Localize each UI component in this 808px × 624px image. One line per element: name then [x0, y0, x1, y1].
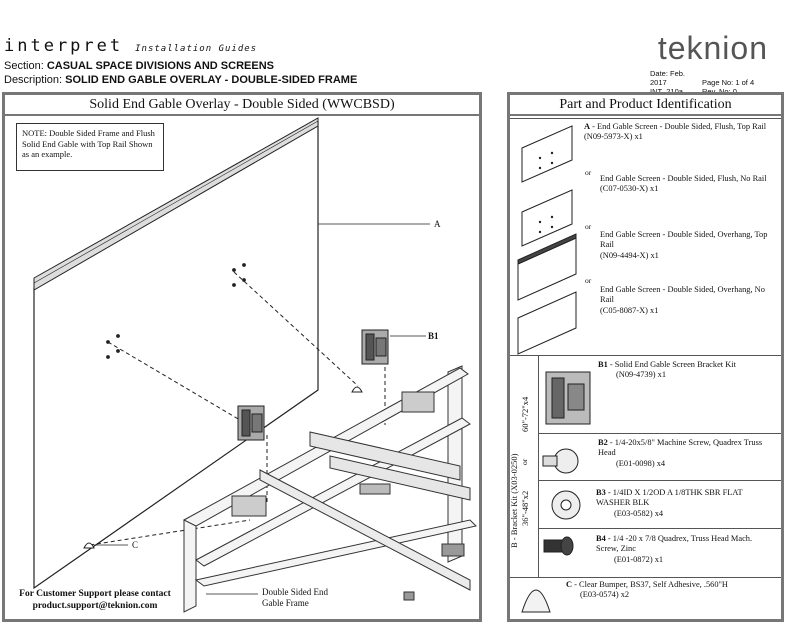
divider	[538, 355, 539, 577]
or-label: or	[585, 222, 592, 231]
part-a2-sku: (C07-0530-X) x1	[600, 184, 659, 194]
divider	[510, 118, 781, 119]
screen-a1-icon	[521, 125, 573, 183]
part-a1-text: - End Gable Screen - Double Sided, Flush…	[592, 122, 767, 131]
part-b4: B4 - 1/4 -20 x 7/8 Quadrex, Truss Head M…	[596, 534, 776, 565]
callout-frame: Double Sided End Gable Frame	[262, 587, 328, 608]
part-c-sku: (E03-0574) x2	[580, 590, 630, 600]
description-line: Description: SOLID END GABLE OVERLAY - D…	[4, 74, 357, 86]
bracket-kit-label: B - Bracket Kit (X03-0250)	[509, 453, 519, 548]
callout-b1: B1	[428, 331, 439, 341]
part-a4-sku: (C05-8087-X) x1	[600, 305, 659, 315]
section-label: Section:	[4, 60, 44, 72]
part-b2: B2 - 1/4-20x5/8" Machine Screw, Quadrex …	[598, 438, 770, 469]
part-b1: B1 - Solid End Gable Screen Bracket Kit …	[598, 360, 770, 381]
left-panel-title: Solid End Gable Overlay - Double Sided (…	[5, 95, 479, 116]
part-b3-text: - 1/4ID X 1/2OD A 1/8THK SBR FLAT WASHER…	[596, 488, 743, 508]
part-a3: End Gable Screen - Double Sided, Overhan…	[600, 230, 768, 261]
part-b3-sku: (E03-0582) x4	[614, 508, 664, 518]
part-b1-sku: (N09-4739) x1	[616, 370, 667, 380]
or-label: or	[585, 168, 592, 177]
bumper-lower-drawing	[83, 542, 95, 549]
part-a1-code: A	[584, 122, 591, 131]
part-a4: End Gable Screen - Double Sided, Overhan…	[600, 285, 768, 316]
part-b3: B3 - 1/4ID X 1/2OD A 1/8THK SBR FLAT WAS…	[596, 488, 772, 519]
part-identification-panel: Part and Product Identification	[507, 92, 784, 622]
screen-a2-icon	[521, 189, 573, 247]
description-label: Description:	[4, 74, 63, 86]
bracket-b1-drawing	[361, 329, 389, 365]
divider	[510, 577, 781, 578]
divider	[538, 528, 781, 529]
part-a3-sku: (N09-4494-X) x1	[600, 250, 659, 260]
kit-size-2: 36"-48"x2	[520, 490, 530, 526]
section-value: CASUAL SPACE DIVISIONS AND SCREENS	[46, 60, 274, 72]
part-c: C - Clear Bumper, BS37, Self Adhesive, .…	[566, 580, 778, 601]
bracket-b1-icon	[545, 371, 591, 425]
part-c-text: - Clear Bumper, BS37, Self Adhesive, .56…	[574, 580, 728, 589]
support-email: product.support@teknion.com	[32, 601, 158, 611]
brand-name: interpret	[4, 36, 124, 56]
divider	[538, 433, 781, 434]
part-b2-text: - 1/4-20x5/8" Machine Screw, Quadrex Tru…	[598, 438, 763, 458]
part-a1: A - End Gable Screen - Double Sided, Flu…	[584, 122, 768, 143]
bumper-upper-drawing	[351, 386, 363, 393]
doc-rev: Rev. No: 0	[702, 87, 737, 96]
bumper-c-icon	[521, 589, 551, 613]
part-b3-code: B3	[596, 488, 606, 497]
part-a3-text: End Gable Screen - Double Sided, Overhan…	[600, 230, 768, 250]
support-line: For Customer Support please contact	[19, 589, 171, 599]
description-value: SOLID END GABLE OVERLAY - DOUBLE-SIDED F…	[65, 74, 358, 86]
company-logo: teknion	[657, 30, 768, 66]
part-b4-text: - 1/4 -20 x 7/8 Quadrex, Truss Head Mach…	[596, 534, 753, 554]
note-box: NOTE: Double Sided Frame and Flush Solid…	[16, 123, 164, 171]
screw-b2-icon	[542, 448, 579, 474]
callout-c: C	[132, 540, 139, 550]
part-c-code: C	[566, 580, 573, 589]
part-b1-code: B1	[598, 360, 608, 369]
part-b1-text: - Solid End Gable Screen Bracket Kit	[609, 360, 736, 369]
installation-diagram-panel: Solid End Gable Overlay - Double Sided (…	[2, 92, 482, 622]
or-label: or	[585, 276, 592, 285]
right-panel-title: Part and Product Identification	[510, 95, 781, 116]
part-a2-text: End Gable Screen - Double Sided, Flush, …	[600, 174, 767, 183]
brand-subtitle: Installation Guides	[135, 44, 258, 54]
washer-b3-icon	[551, 490, 581, 520]
screen-a4-icon	[517, 291, 577, 355]
callout-a: A	[434, 219, 441, 229]
part-a4-text: End Gable Screen - Double Sided, Overhan…	[600, 285, 765, 305]
doc-id: INT_210a	[650, 87, 683, 96]
kit-size-1: 60"-72"x4	[520, 396, 530, 432]
divider	[510, 355, 781, 356]
part-b4-code: B4	[596, 534, 606, 543]
customer-support: For Customer Support please contact prod…	[10, 588, 180, 612]
doc-date: Date: Feb. 2017	[650, 69, 686, 87]
brand-logo: interpret Installation Guides	[4, 36, 257, 56]
screw-b4-icon	[543, 536, 574, 556]
part-a1-sku: (N09-5973-X) x1	[584, 132, 643, 142]
divider	[538, 480, 781, 481]
part-b4-sku: (E01-0872) x1	[614, 554, 664, 564]
or-label: or	[520, 458, 529, 465]
doc-page: Page No: 1 of 4	[702, 78, 755, 87]
frame-drawing	[182, 365, 477, 613]
part-b2-sku: (E01-0098) x4	[616, 458, 666, 468]
section-line: Section: CASUAL SPACE DIVISIONS AND SCRE…	[4, 60, 274, 72]
part-b2-code: B2	[598, 438, 608, 447]
part-a2: End Gable Screen - Double Sided, Flush, …	[600, 174, 768, 195]
bracket-lower-drawing	[237, 405, 265, 441]
